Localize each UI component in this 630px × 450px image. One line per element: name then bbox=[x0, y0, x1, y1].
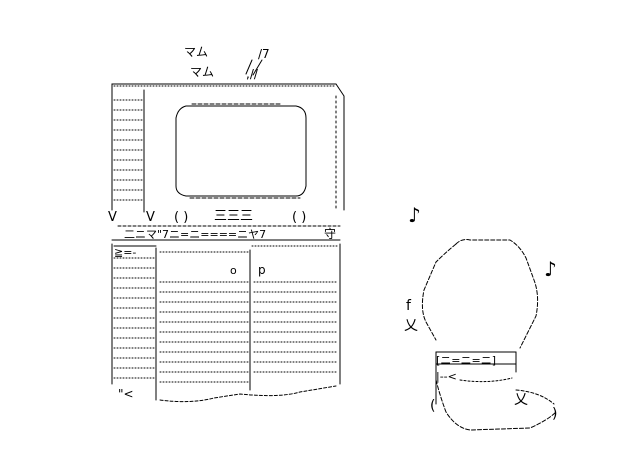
label-mamu-second: マム bbox=[190, 65, 214, 79]
label-paren-open: ( bbox=[430, 398, 435, 414]
label-bottom-left: "< bbox=[118, 387, 134, 401]
character-body bbox=[435, 379, 557, 431]
character-drawing bbox=[421, 239, 557, 431]
tv-screen-frame bbox=[175, 105, 307, 197]
lower-cabinet-bottom bbox=[159, 385, 337, 403]
music-note-right: ♪ bbox=[544, 257, 557, 281]
label-x-left: 乂 bbox=[404, 318, 418, 334]
lower-hatch-middle bbox=[159, 281, 249, 383]
label-x-lower: 乂 bbox=[514, 392, 528, 408]
label-speaker-lines: 三三三 bbox=[214, 209, 253, 224]
character-head-left bbox=[421, 243, 457, 341]
tv-console-drawing bbox=[111, 59, 345, 403]
label-paren-close: ) bbox=[552, 406, 557, 422]
label-f: f bbox=[406, 298, 412, 314]
character-belt bbox=[459, 377, 513, 383]
label-button-left: ( ) bbox=[174, 210, 188, 225]
label-p: p bbox=[258, 263, 266, 277]
character-head-outline bbox=[455, 239, 539, 349]
music-note-top: ♪ bbox=[408, 203, 421, 227]
label-slash-seven: /7 bbox=[258, 47, 270, 61]
label-arrow-gt: ≧=- bbox=[114, 246, 136, 259]
lower-hatch-right bbox=[253, 281, 339, 373]
label-box-row2: |--< bbox=[436, 370, 457, 383]
antenna-stroke bbox=[245, 59, 253, 75]
label-mamori: 守 bbox=[324, 227, 336, 241]
label-v-right: V bbox=[146, 210, 155, 225]
label-button-right: ( ) bbox=[292, 210, 306, 225]
lower-hatch-left bbox=[113, 257, 155, 379]
upper-hatch-left bbox=[113, 99, 143, 201]
antenna-stroke-2 bbox=[252, 59, 263, 76]
label-box-row1: [ニ=ニ=ニ] bbox=[436, 354, 496, 367]
character-tail bbox=[515, 389, 555, 405]
label-o: o bbox=[230, 264, 237, 277]
upper-cabinet-outline bbox=[111, 83, 345, 211]
label-mamuya-strip: 二ニマ"7ニ=ニ====ニヤ7 bbox=[124, 228, 266, 241]
label-double-slash: ,// bbox=[246, 67, 259, 81]
label-v-left: V bbox=[108, 210, 117, 225]
label-mamu-top: マム bbox=[184, 45, 208, 59]
